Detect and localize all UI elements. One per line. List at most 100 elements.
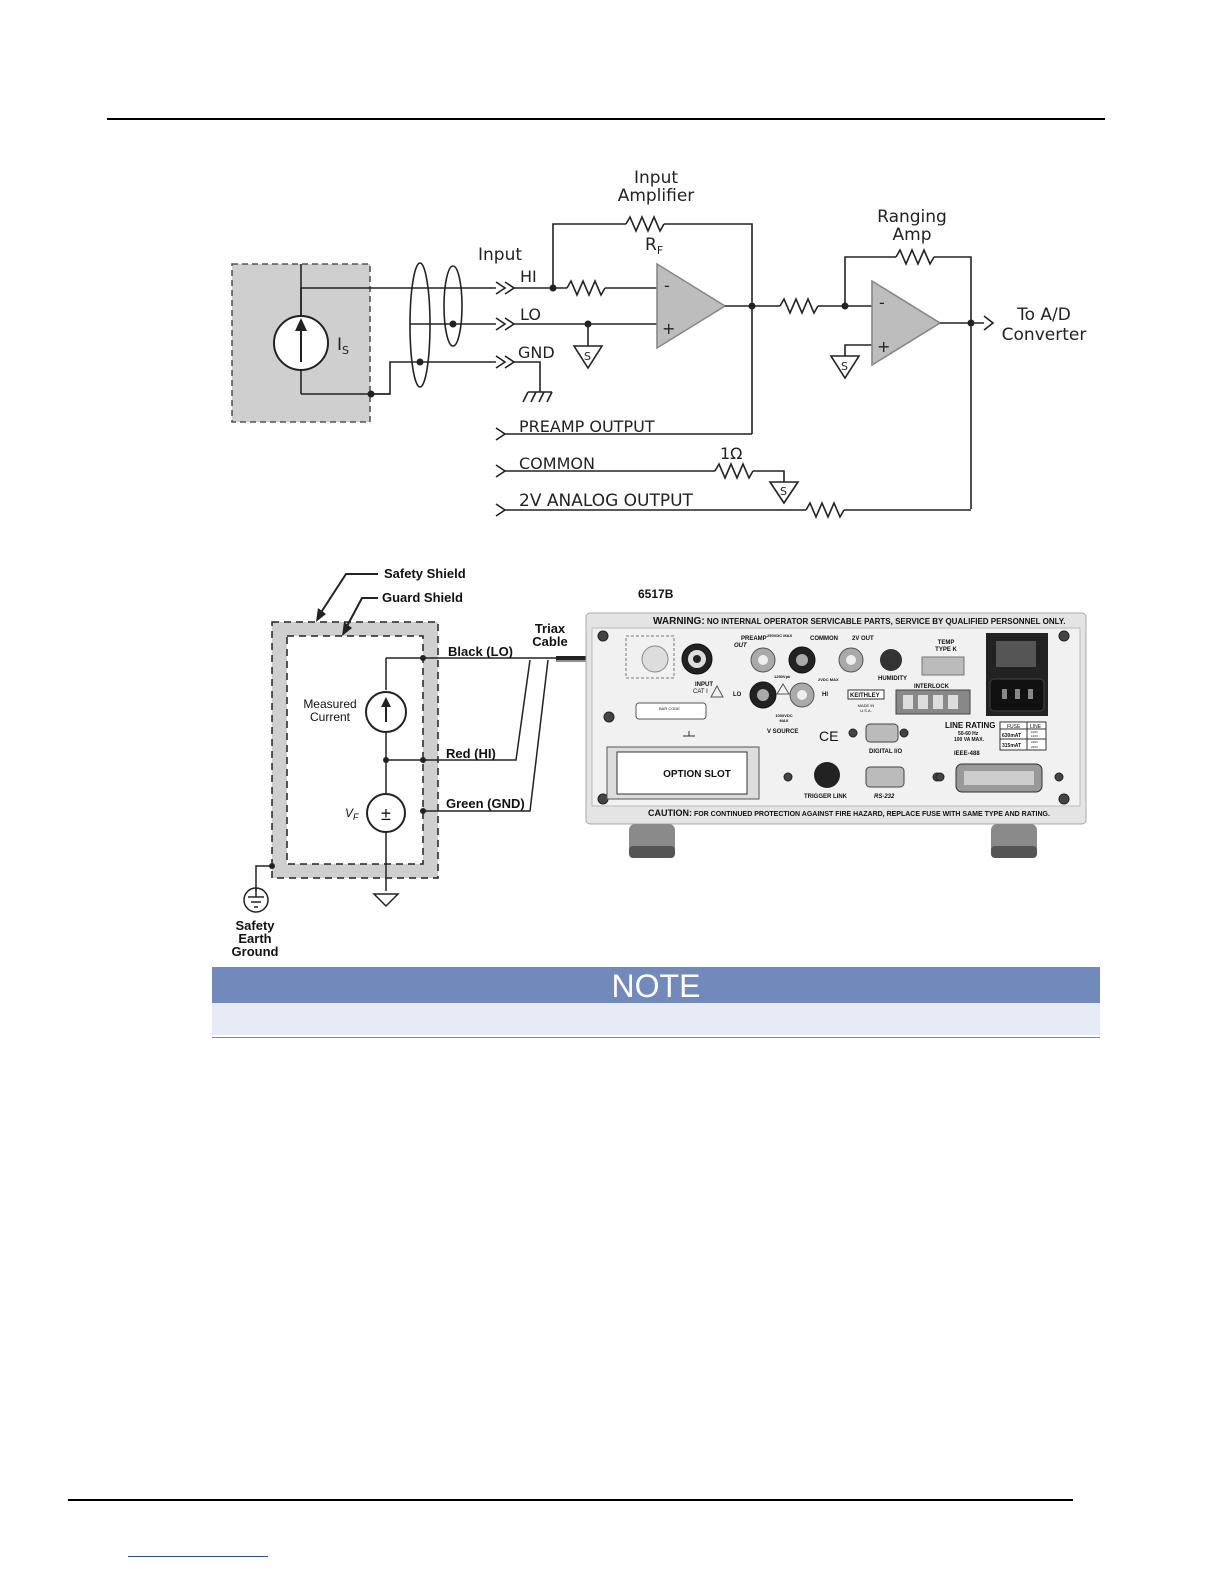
source-is-label: IS [337,335,349,357]
gnd-terminal-label: GND [518,343,555,362]
to-ad-converter-label-1: To A/D [1016,305,1071,325]
bar-code-label: BAR CODE [659,706,680,711]
trigger-link-connector[interactable] [814,762,840,788]
input-amplifier-label-1: Input [634,168,678,188]
guard-shield-box [286,635,424,865]
vf-voltage-source [366,793,406,833]
humidity-label: HUMIDITY [878,676,907,682]
rs232-port[interactable] [865,766,905,788]
input-label: Input [478,245,522,265]
model-label: 6517B [638,587,674,601]
header-rule [107,118,1105,120]
1000vdc-label-1: 1000VDC [775,713,792,718]
ranging-feedback-resistor [895,247,935,267]
to-ad-converter-label-2: Converter [1002,325,1087,345]
ranging-amp-minus: - [879,293,885,312]
ranging-amp-label-2: Amp [893,225,932,245]
line-rating-label: LINE RATING [945,721,996,730]
humidity-connector[interactable] [880,649,902,671]
safety-earth-ground-label-1: Safety [235,918,275,933]
temp-label-2: TYPE K [935,647,957,653]
input-amplifier [656,262,727,350]
hi-terminal-label: HI [520,267,537,286]
rf-label: RF [645,235,663,257]
line-v1: 100V [1031,730,1038,734]
feedback-resistor-rf [625,214,665,234]
panel-caution: CAUTION: FOR CONTINUED PROTECTION AGAINS… [648,808,1050,818]
option-slot-label: OPTION SLOT [663,769,731,780]
max-250-label: 250VDC MAX [767,633,792,638]
digital-io-port[interactable] [865,723,899,743]
analog-output-label: 2V ANALOG OUTPUT [519,491,694,511]
preamp-out-label-1: PREAMP [741,636,767,642]
triax-cable-label-1: Triax [535,621,566,636]
common-label: COMMON [519,454,595,473]
red-hi-label: Red (HI) [446,746,496,761]
rear-panel [585,612,1087,858]
digital-io-label: DIGITAL I/O [869,749,902,755]
vsource-lo-label: LO [733,692,742,698]
preamp-out-label-2: OUT [734,643,748,649]
input-resistor [566,278,606,298]
analog-output-resistor [805,500,845,520]
line-v2: 120V [1031,734,1038,738]
1250vpk-label: 1250Vpk [774,674,791,679]
panel-common-label: COMMON [810,636,838,642]
interlock-label: INTERLOCK [914,684,950,690]
input-amp-minus: - [664,276,670,295]
black-lo-label: Black (LO) [448,644,513,659]
sense-ground-s-1: S [584,350,591,363]
vf-label: VF [345,806,359,822]
keithley-badge: KEITHLEY [850,693,880,699]
hz-label: 50-60 Hz [958,731,979,737]
line-v3: 220V [1031,740,1038,744]
ranging-amplifier [871,279,942,367]
input-amplifier-label-2: Amplifier [618,186,695,206]
ranging-amp-plus: + [877,337,890,356]
plusminus-symbol: ± [381,804,391,824]
note-body [212,1003,1100,1035]
safety-earth-ground-label-3: Ground [232,944,279,959]
note-box: NOTE [212,967,1100,1038]
one-ohm-label: 1Ω [720,444,742,463]
va-label: 100 VA MAX. [954,737,985,743]
triax-inner-ellipse [443,265,463,347]
ieee-label: IEEE-488 [954,751,980,757]
note-title: NOTE [212,967,1100,1004]
footer-rule [68,1499,1073,1501]
made-in-label-2: U.S.A. [860,708,872,713]
trigger-link-label: TRIGGER LINK [804,794,848,800]
triax-cable-label-2: Cable [532,634,567,649]
green-gnd-label: Green (GND) [446,796,525,811]
2vdc-max-label: 2VDC MAX [818,677,839,682]
sense-ground-s-3: S [780,485,787,498]
made-in-label-1: MADE IN [858,703,875,708]
guard-shield-label: Guard Shield [382,590,463,605]
fuse-315-label: 315mAT [1002,743,1021,749]
input-amp-plus: + [662,319,675,338]
footer-link-underline[interactable] [128,1556,268,1557]
fuse-630-label: 630mAT [1002,733,1021,739]
line-v4: 240V [1031,745,1038,749]
safety-shield-label: Safety Shield [384,566,466,581]
2v-out-label: 2V OUT [852,636,874,642]
preamp-output-label: PREAMP OUTPUT [519,417,655,436]
sense-ground-s-2: S [841,360,848,373]
1000vdc-label-2: MAX [780,718,789,723]
ranging-input-resistor [779,296,819,316]
common-1ohm-resistor [714,461,754,481]
triax-outer-ellipse [409,262,431,388]
vsource-hi-label: HI [822,692,828,698]
ce-mark: CE [819,728,838,744]
safety-earth-ground-label-2: Earth [238,931,271,946]
input-label: INPUT [695,682,713,688]
line-header: LINE [1030,724,1042,730]
ranging-amp-label-1: Ranging [877,207,947,227]
panel-warning: WARNING: NO INTERNAL OPERATOR SERVICABLE… [653,616,1065,627]
lo-terminal-label: LO [520,305,541,324]
temp-label-1: TEMP [938,640,955,646]
temp-connector[interactable] [921,656,965,676]
measured-current-label-1: Measured [303,697,356,711]
fuse-header: FUSE [1007,724,1021,730]
